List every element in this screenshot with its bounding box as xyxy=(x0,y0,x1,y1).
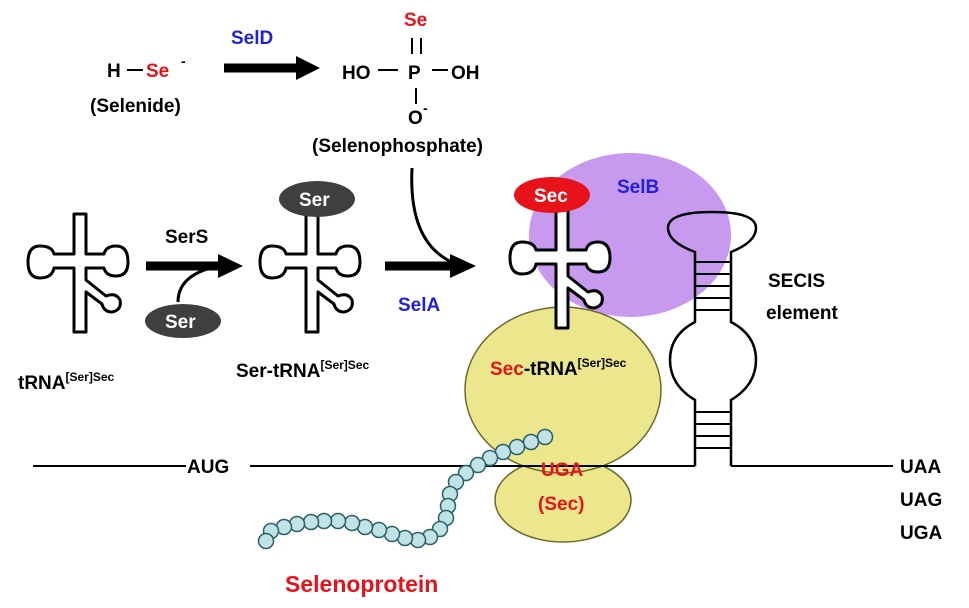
phosphate-oh: OH xyxy=(451,63,480,84)
selenophosphate-label: (Selenophosphate) xyxy=(312,136,483,157)
amino-acid-bead xyxy=(536,428,554,446)
amino-acid-bead xyxy=(508,438,526,456)
amino-acid-bead xyxy=(370,521,388,539)
selenide-hydrogen: H xyxy=(107,61,121,82)
sertrna-label: Ser-tRNA[Ser]Sec xyxy=(236,358,369,382)
selenoprotein-label: Selenoprotein xyxy=(285,571,438,597)
uga-sec-label: (Sec) xyxy=(538,494,584,515)
uga-codon: UGA xyxy=(541,460,584,481)
trna-uncharged xyxy=(26,212,130,334)
sec-bound-oval xyxy=(514,177,590,213)
secis-label-line2: element xyxy=(766,303,838,324)
selenide-label: (Selenide) xyxy=(90,96,181,117)
seld-arrow-head xyxy=(296,56,320,80)
amino-acid-bead xyxy=(481,449,499,467)
sectrna-label: Sec-tRNA[Ser]Sec xyxy=(490,356,627,380)
selenide-charge: - xyxy=(181,53,186,69)
ser-free-oval xyxy=(145,304,221,338)
phosphate-o: O xyxy=(408,108,423,129)
phosphate-se: Se xyxy=(404,10,427,31)
secis-rungs xyxy=(695,261,731,449)
amino-acid-bead xyxy=(522,433,540,451)
ser-entry-curve xyxy=(176,262,233,303)
secis-hairpin xyxy=(666,210,758,466)
aug-codon: AUG xyxy=(187,457,229,478)
ser-bound-oval xyxy=(279,181,355,217)
selb-label: SelB xyxy=(617,177,659,198)
stop-codon-3: UGA xyxy=(900,523,943,544)
stop-codon-2: UAG xyxy=(900,490,942,511)
selenide-se: Se xyxy=(146,61,169,82)
amino-acid-bead xyxy=(329,512,347,530)
sela-arrow-head xyxy=(450,254,476,278)
amino-acid-bead xyxy=(302,513,320,531)
sela-enzyme-label: SelA xyxy=(398,295,441,316)
amino-acid-bead xyxy=(257,532,275,550)
stop-codon-1: UAA xyxy=(900,457,941,478)
ribosome-large-subunit xyxy=(464,306,662,474)
amino-acid-bead xyxy=(469,456,487,474)
trna-ser-charged xyxy=(258,212,362,334)
phosphate-charge: - xyxy=(423,100,428,116)
selenophosphate-curve xyxy=(410,167,463,268)
ser-bound-label: Ser xyxy=(299,190,330,211)
sers-enzyme-label: SerS xyxy=(165,227,208,248)
sec-bound-label: Sec xyxy=(534,186,568,207)
sers-arrow-head xyxy=(218,254,243,278)
phosphate-p: P xyxy=(408,63,421,84)
ser-free-label: Ser xyxy=(165,312,196,333)
secis-label-line1: SECIS xyxy=(768,271,825,292)
selenoprotein-chain xyxy=(257,428,554,550)
seld-enzyme-label: SelD xyxy=(231,28,273,49)
amino-acid-bead xyxy=(343,514,361,532)
trna-label: tRNA[Ser]Sec xyxy=(18,370,115,394)
phosphate-ho: HO xyxy=(342,63,371,84)
